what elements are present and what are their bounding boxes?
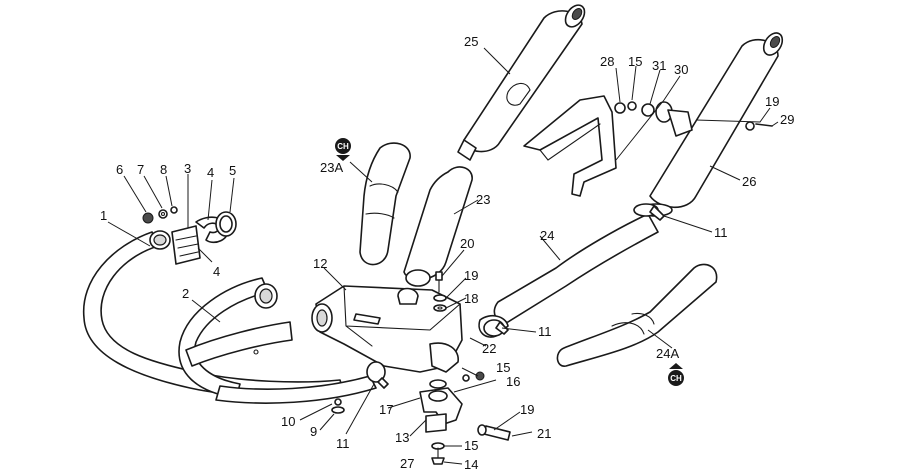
callout-15-bottom: 15	[464, 438, 478, 453]
ch-marker-label: CH	[337, 142, 349, 151]
callout-30: 30	[674, 62, 688, 77]
callout-19-lower: 19	[520, 402, 534, 417]
callout-16: 16	[506, 374, 520, 389]
callout-22: 22	[482, 341, 496, 356]
callout-3: 3	[184, 161, 191, 176]
callout-20: 20	[460, 236, 474, 251]
callout-9: 9	[310, 424, 317, 439]
callout-4-bottom: 4	[213, 264, 220, 279]
callout-18: 18	[464, 291, 478, 306]
clamp-11-lower	[366, 361, 389, 389]
callout-4-top: 4	[207, 165, 214, 180]
callout-14: 14	[464, 457, 478, 472]
callout-17: 17	[379, 402, 393, 417]
callout-8: 8	[160, 162, 167, 177]
callout-15-middle: 15	[496, 360, 510, 375]
callout-24a: 24A	[656, 346, 679, 361]
callout-5: 5	[229, 163, 236, 178]
callout-29: 29	[780, 112, 794, 127]
callout-28: 28	[600, 54, 614, 69]
callout-15-top: 15	[628, 54, 642, 69]
callout-23a: 23A	[320, 160, 343, 175]
ch-marker-24a: CH	[668, 363, 684, 386]
callout-11-upper: 11	[714, 225, 728, 240]
callout-26: 26	[742, 174, 756, 189]
connector-hose-23	[403, 166, 473, 287]
ch-marker-label: CH	[670, 374, 682, 383]
callout-13: 13	[395, 430, 409, 445]
callout-labels: 1 2 3 4 4 5 6 7 8 9 10 11 11 11 12 13 14…	[100, 34, 794, 472]
callout-7: 7	[137, 162, 144, 177]
connector-hose-24a	[556, 263, 718, 367]
callout-11-lower: 11	[336, 436, 350, 451]
callout-12: 12	[313, 256, 327, 271]
callout-6: 6	[116, 162, 123, 177]
callout-25: 25	[464, 34, 478, 49]
callout-10: 10	[281, 414, 295, 429]
muffler-bracket	[523, 95, 673, 197]
callout-23: 23	[476, 192, 490, 207]
clamp-11-upper	[633, 203, 665, 221]
ch-marker-23a: CH	[335, 138, 351, 161]
collector-box	[311, 285, 463, 373]
callout-11-middle: 11	[538, 324, 552, 339]
callout-19-center: 19	[464, 268, 478, 283]
leader-lines	[107, 47, 779, 465]
callout-31: 31	[652, 58, 666, 73]
callout-24: 24	[540, 228, 554, 243]
header-pipe-2	[178, 277, 377, 404]
callout-21: 21	[537, 426, 551, 441]
callout-1: 1	[100, 208, 107, 223]
mount-bracket-13	[331, 371, 511, 465]
callout-27: 27	[400, 456, 414, 471]
muffler-25	[457, 4, 586, 161]
callout-2: 2	[182, 286, 189, 301]
header-flange-assembly	[142, 206, 237, 265]
connector-hose-23a	[359, 142, 411, 266]
muffler-26	[639, 32, 784, 217]
link-pipe-24	[478, 213, 659, 338]
callout-19-upper: 19	[765, 94, 779, 109]
